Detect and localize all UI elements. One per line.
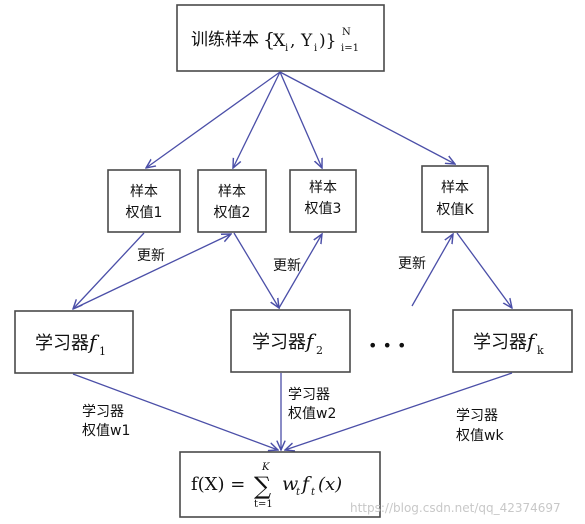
- learner-weight-2-line1: 学习器: [288, 387, 330, 403]
- learner-weight-1-line1: 学习器: [82, 404, 124, 420]
- sample-weight-3-line1: 样本: [309, 180, 337, 196]
- arrow-samples-to-weight-2: [233, 71, 281, 168]
- arrow-learner-1-update-weight-2: [72, 234, 231, 310]
- sample-weight-2-line2: 权值2: [214, 205, 251, 221]
- arrow-update-weight-k: [411, 234, 453, 307]
- sample-weight-box-3: 样本 权值3: [289, 169, 357, 233]
- learner-weight-2-line2: 权值w2: [288, 406, 336, 422]
- sample-weight-1-line1: 样本: [130, 184, 158, 200]
- formula-upper-limit: K: [261, 462, 270, 473]
- formula-sigma: ∑: [254, 472, 271, 500]
- arrow-samples-to-weight-k: [279, 71, 455, 164]
- sample-weight-k-line2: 权值K: [436, 202, 474, 218]
- sample-weight-box-1: 样本 权值1: [107, 169, 181, 233]
- sample-weight-box-2: 样本 权值2: [197, 169, 267, 233]
- sample-weight-1-line2: 权值1: [126, 205, 163, 221]
- sample-weight-box-k: 样本 权值K: [421, 165, 489, 233]
- arrow-learner-1-to-formula: [72, 373, 278, 450]
- brace-close: )}: [319, 31, 336, 51]
- training-samples-box: 训练样本 { X i , Y i )} N i=1: [176, 4, 385, 72]
- comma: ,: [290, 31, 295, 51]
- training-samples-label: 训练样本: [191, 30, 259, 50]
- learner-weight-1-line2: 权值w1: [82, 423, 130, 439]
- learner-1-label: 学习器: [35, 333, 89, 354]
- superscript-n: N: [342, 27, 351, 38]
- learner-k-label: 学习器: [473, 332, 527, 353]
- formula-f: f: [300, 473, 312, 495]
- learner-2-sub: 2: [316, 344, 323, 357]
- sample-weight-k-line1: 样本: [441, 180, 469, 196]
- update-label-k: 更新: [398, 256, 426, 272]
- learner-box-1: 学习器 f 1: [14, 310, 134, 374]
- arrow-learner-2-update-weight-3: [278, 234, 322, 309]
- arrow-samples-to-weight-3: [279, 71, 322, 168]
- ellipsis-dots: • • •: [368, 336, 406, 355]
- subscript-i1: i=1: [341, 43, 359, 54]
- ensemble-formula-box: f(X) = ∑ K t=1 w t f t (x): [179, 451, 381, 518]
- formula-w: w: [282, 473, 298, 495]
- arrow-learner-k-to-formula: [285, 372, 513, 450]
- learner-k-sub: k: [537, 344, 544, 357]
- update-label-2: 更新: [273, 258, 301, 274]
- sub-i1: i: [285, 43, 288, 54]
- learner-1-sub: 1: [99, 345, 106, 358]
- learner-weight-k-line2: 权值wk: [456, 428, 504, 444]
- brace-open: {: [263, 29, 275, 51]
- formula-f-sub: t: [311, 487, 316, 498]
- watermark-url: https://blog.csdn.net/qq_42374697: [350, 501, 561, 515]
- learner-box-k: 学习器 f k: [452, 309, 573, 373]
- sub-i2: i: [314, 43, 317, 54]
- formula-lhs: f(X) =: [191, 474, 245, 495]
- arrow-weight-k-to-learner-k: [456, 232, 512, 308]
- learner-2-label: 学习器: [252, 332, 306, 353]
- arrow-weight-2-to-learner-2: [233, 232, 279, 308]
- learner-box-2: 学习器 f 2: [230, 309, 351, 373]
- update-label-1: 更新: [137, 248, 165, 264]
- var-x: X: [273, 31, 286, 51]
- arrow-weight-1-to-learner-1: [73, 232, 145, 309]
- arrow-samples-to-weight-1: [146, 71, 281, 168]
- ellipsis: • • •: [368, 336, 406, 355]
- learner-weight-k-line1: 学习器: [456, 408, 498, 424]
- formula-w-sub: t: [296, 487, 301, 498]
- sample-weight-2-line1: 样本: [218, 184, 246, 200]
- formula-lower-limit: t=1: [254, 499, 273, 510]
- formula-arg: (x): [318, 474, 342, 495]
- var-y: Y: [300, 31, 313, 51]
- sample-weight-3-line2: 权值3: [305, 201, 342, 217]
